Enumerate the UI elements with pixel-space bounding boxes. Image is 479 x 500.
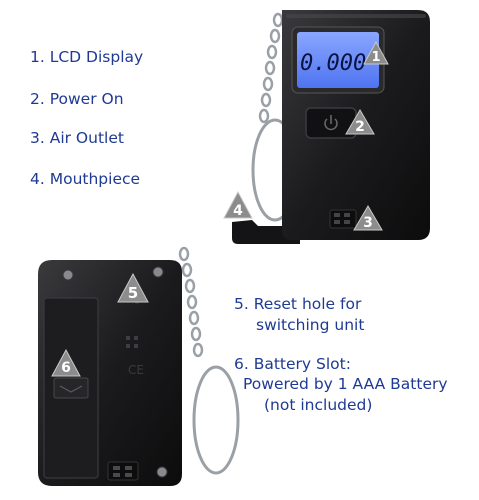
label-lcd-display: 1. LCD Display xyxy=(30,48,144,66)
marker-6: 6 xyxy=(51,348,81,377)
marker-3: 3 xyxy=(353,205,383,231)
power-icon xyxy=(324,115,338,131)
lcd-reading: 0.000 xyxy=(300,51,366,76)
label-power-on: 2. Power On xyxy=(30,90,124,108)
marker-2: 2 xyxy=(345,109,375,135)
marker-5: 5 xyxy=(117,272,149,303)
lcd-screen xyxy=(297,32,379,88)
label-battery-slot-line3: (not included) xyxy=(264,396,373,414)
marker-4-number: 4 xyxy=(233,203,243,219)
label-mouthpiece: 4. Mouthpiece xyxy=(30,170,141,188)
label-reset-hole-line1: 5. Reset hole for xyxy=(234,295,362,313)
marker-3-number: 3 xyxy=(363,215,373,231)
front-device: 0.000 xyxy=(232,10,430,244)
back-screws xyxy=(62,266,168,478)
battery-slide-tab xyxy=(53,377,89,399)
back-vent xyxy=(107,461,139,481)
back-device: CE xyxy=(38,246,240,486)
back-dots xyxy=(126,336,138,348)
label-battery-slot-line2: Powered by 1 AAA Battery xyxy=(243,375,448,393)
marker-5-number: 5 xyxy=(128,284,138,302)
back-keyring xyxy=(178,246,240,475)
label-reset-hole-line2: switching unit xyxy=(256,316,365,334)
marker-1: 1 xyxy=(363,40,389,65)
air-outlet xyxy=(329,209,357,229)
marker-2-number: 2 xyxy=(355,119,365,135)
ce-mark: CE xyxy=(128,363,144,377)
marker-4: 4 xyxy=(223,190,253,219)
marker-1-number: 1 xyxy=(371,50,380,65)
label-air-outlet: 3. Air Outlet xyxy=(30,129,124,147)
label-battery-slot-line1: 6. Battery Slot: xyxy=(234,355,351,373)
marker-6-number: 6 xyxy=(61,360,71,376)
